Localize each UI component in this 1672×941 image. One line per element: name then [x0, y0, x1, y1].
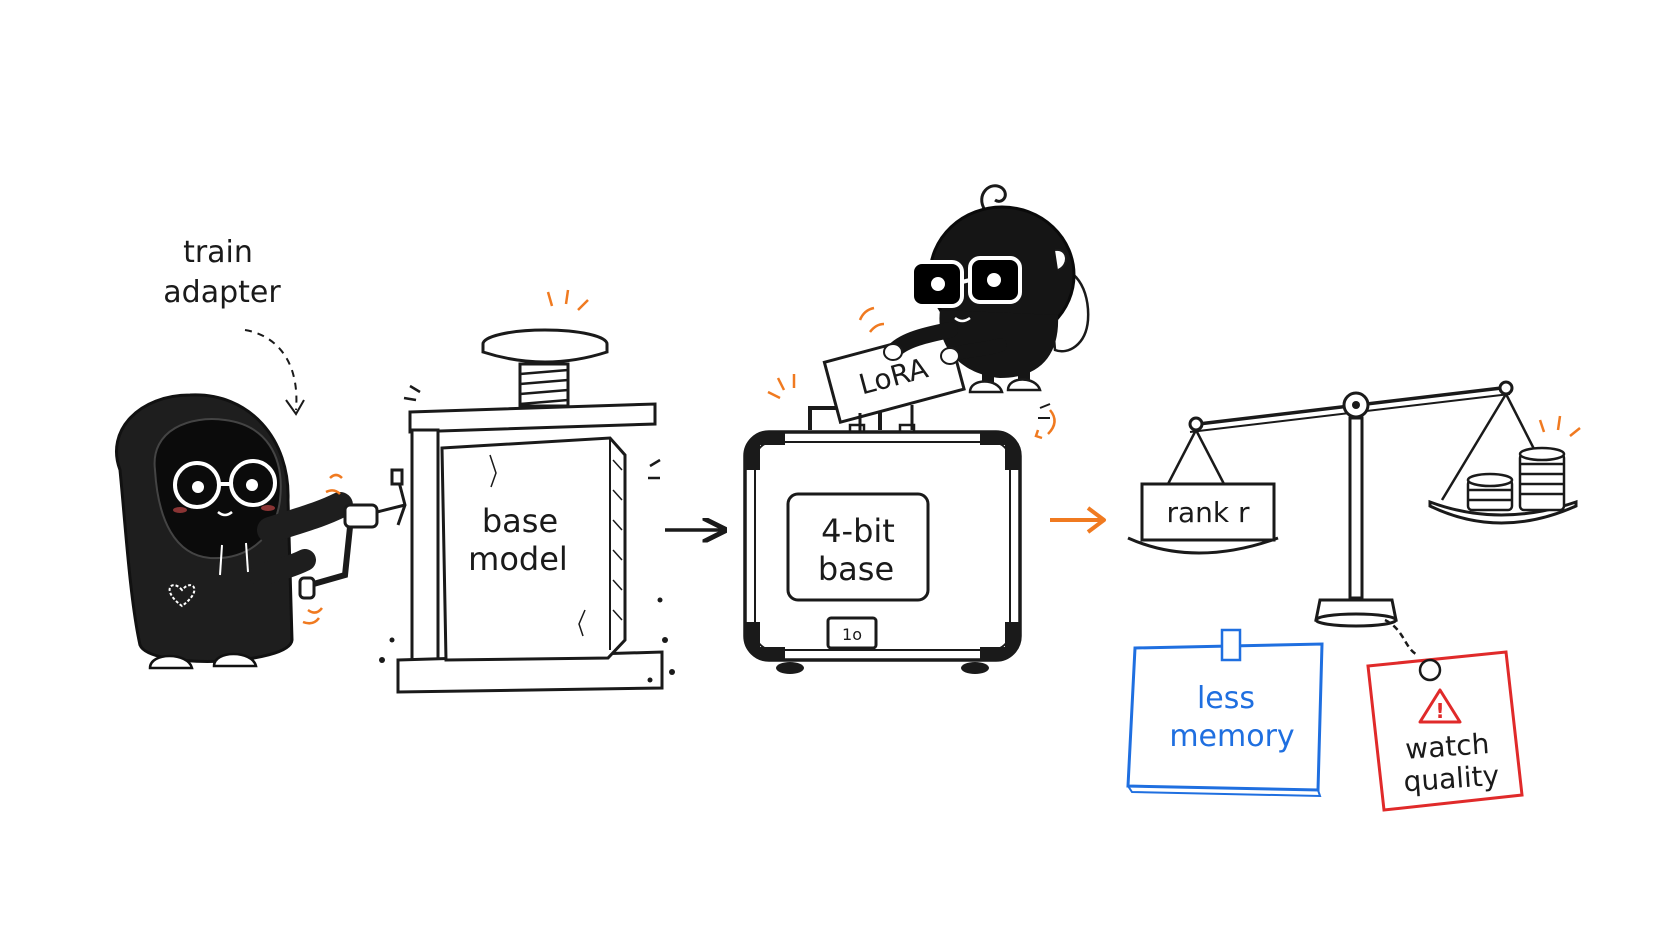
less-memory-label-line1: less — [1197, 681, 1255, 716]
watch-quality-label-line2: quality — [1402, 759, 1500, 799]
lora-card: LoRA — [822, 327, 966, 425]
hand-crank-icon — [298, 468, 407, 600]
hooded-character-icon — [115, 393, 353, 670]
motion-marks-bun — [858, 306, 885, 333]
orange-arrow-right-icon — [1050, 506, 1106, 534]
motion-marks-bun-dark — [1038, 403, 1051, 419]
four-bit-label-line1: 4-bit — [821, 512, 895, 550]
debris-dots — [379, 597, 675, 683]
suitcase-icon: 4-bit base 1o — [743, 406, 1022, 674]
four-bit-label-line2: base — [818, 550, 894, 588]
latch-label: 1o — [842, 625, 862, 644]
train-adapter-label-line2: adapter — [163, 275, 281, 310]
watch-quality-label-line1: watch — [1404, 727, 1490, 766]
less-memory-note: less memory — [1126, 628, 1324, 798]
base-model-label-line1: base — [482, 502, 558, 540]
motion-marks-suitcase — [767, 374, 1056, 440]
train-adapter-label-line1: train — [183, 235, 253, 270]
motion-marks-press — [546, 289, 589, 311]
train-adapter-annotation: train adapter — [163, 235, 305, 416]
less-memory-label-line2: memory — [1169, 719, 1294, 754]
motion-marks-press-dark — [403, 384, 661, 480]
base-model-label-line2: model — [468, 540, 568, 578]
warning-icon — [1418, 688, 1462, 724]
rank-label: rank r — [1166, 496, 1250, 529]
coin-stack-icon — [1466, 446, 1566, 512]
watch-quality-tag: ! watch quality — [1366, 618, 1524, 812]
balance-scale-icon: rank r — [1127, 380, 1578, 628]
dashed-arrow-icon — [244, 329, 298, 411]
bun-character-icon — [883, 184, 1090, 394]
motion-marks-crank — [302, 473, 343, 625]
press-icon: base model — [396, 328, 664, 694]
dashed-arrowhead-icon — [285, 399, 305, 416]
heart-icon — [168, 584, 196, 608]
motion-marks-scale — [1538, 415, 1581, 437]
warning-glyph: ! — [1435, 699, 1444, 723]
